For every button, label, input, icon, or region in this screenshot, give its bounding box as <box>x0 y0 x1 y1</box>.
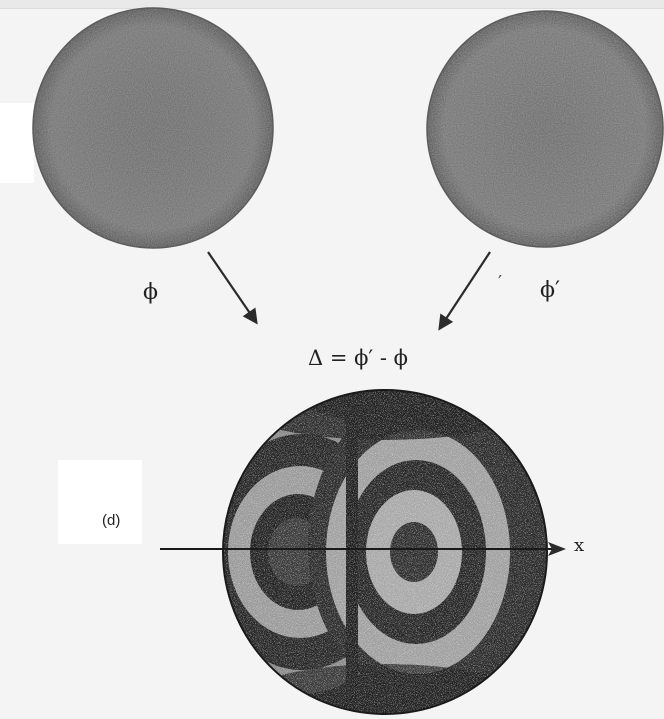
arrow-left-to-result <box>208 252 256 322</box>
x-axis-label: x <box>574 535 584 556</box>
arrow-right-to-result <box>440 252 490 328</box>
speckle-disc-phi <box>33 8 273 248</box>
fringe-pattern-disc <box>182 368 547 719</box>
panel-label-d: (d) <box>102 512 120 529</box>
phase-difference-formula: Δ = ϕ′ - ϕ <box>308 346 408 370</box>
speckle-disc-phi-prime <box>427 11 663 247</box>
phi-label: ϕ <box>143 280 158 305</box>
phi-prime-label: ϕ′ <box>540 278 560 303</box>
stray-prime-mark: ′ <box>498 272 502 293</box>
